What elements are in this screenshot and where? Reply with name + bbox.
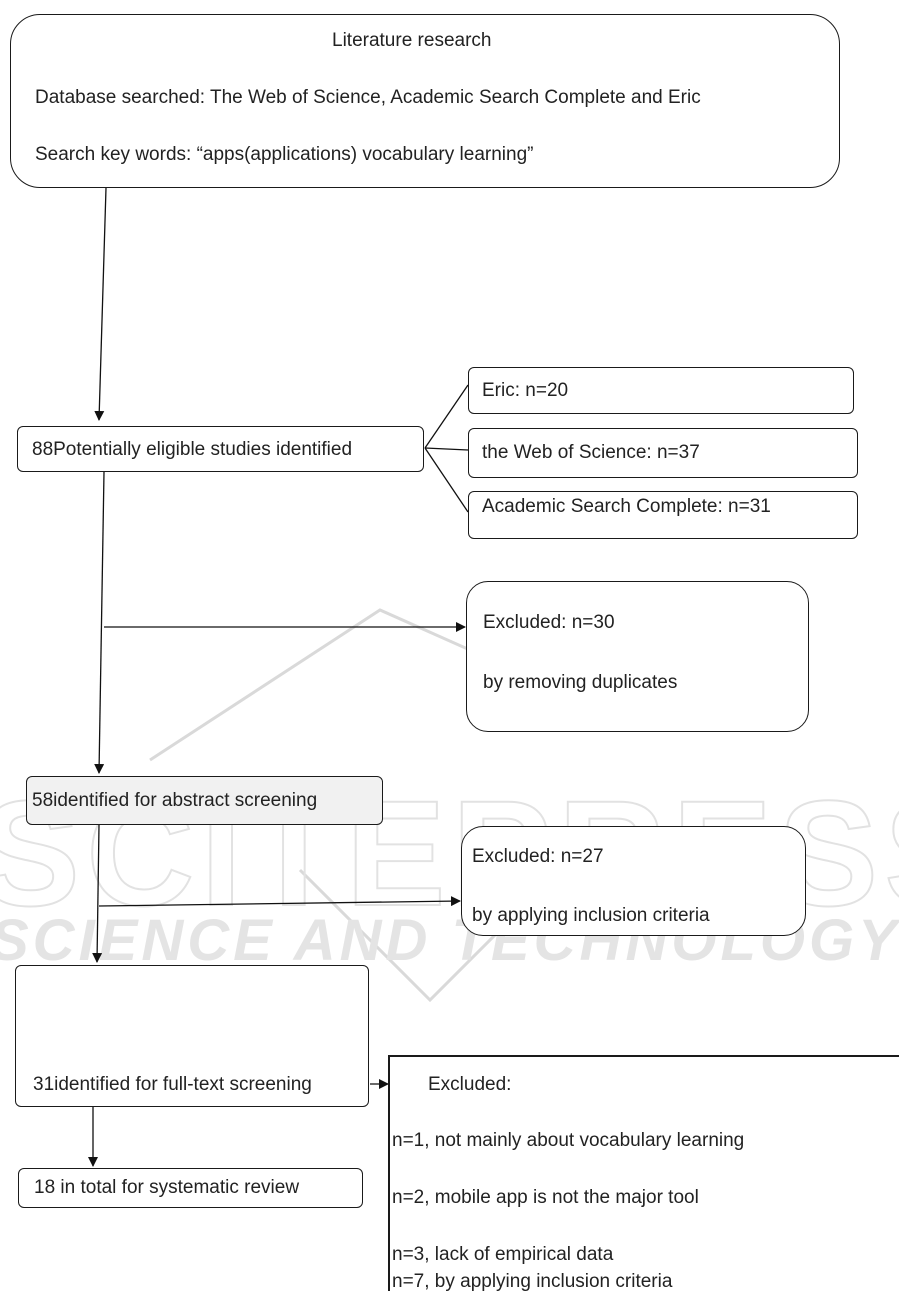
excluded-fulltext-box bbox=[388, 1055, 899, 1291]
arrow-identified-to-abstract bbox=[94, 471, 105, 774]
arrow-search-to-identified bbox=[94, 187, 107, 421]
excluded-fulltext-heading: Excluded: bbox=[428, 1074, 512, 1095]
abstract-screening-box bbox=[26, 776, 383, 825]
excluded-criteria-box bbox=[461, 826, 806, 936]
arrow-to-excluded-criteria bbox=[98, 896, 461, 907]
source-academic-box bbox=[468, 491, 858, 539]
final-review-box bbox=[18, 1168, 363, 1208]
line-to-academic bbox=[424, 447, 469, 513]
abstract-screening-label: 58identified for abstract screening bbox=[32, 790, 318, 811]
excluded-duplicates-reason: by removing duplicates bbox=[483, 672, 678, 693]
identified-studies-label: 88Potentially eligible studies identifie… bbox=[32, 439, 353, 460]
excluded-reason-4: n=7, by applying inclusion criteria bbox=[392, 1271, 673, 1292]
search-box-title: Literature research bbox=[332, 30, 492, 51]
line-to-eric bbox=[424, 384, 469, 449]
source-eric-box bbox=[468, 367, 854, 414]
fulltext-screening-box bbox=[15, 965, 369, 1107]
excluded-reason-3: n=3, lack of empirical data bbox=[392, 1244, 614, 1265]
identified-studies-box bbox=[17, 426, 424, 472]
final-review-label: 18 in total for systematic review bbox=[34, 1177, 300, 1198]
fulltext-screening-label: 31identified for full-text screening bbox=[33, 1074, 312, 1095]
source-academic-label: Academic Search Complete: n=31 bbox=[482, 496, 771, 517]
excluded-duplicates-box bbox=[466, 581, 809, 732]
source-wos-label: the Web of Science: n=37 bbox=[482, 442, 700, 463]
search-keywords: Search key words: “apps(applications) vo… bbox=[35, 144, 534, 165]
excluded-criteria-reason: by applying inclusion criteria bbox=[472, 905, 710, 926]
excluded-criteria-count: Excluded: n=27 bbox=[472, 846, 604, 867]
arrow-abstract-to-fulltext bbox=[92, 824, 103, 963]
databases-searched: Database searched: The Web of Science, A… bbox=[35, 87, 701, 108]
excluded-reason-1: n=1, not mainly about vocabulary learnin… bbox=[392, 1130, 745, 1151]
excluded-reason-2: n=2, mobile app is not the major tool bbox=[392, 1187, 699, 1208]
source-eric-label: Eric: n=20 bbox=[482, 380, 569, 401]
excluded-duplicates-count: Excluded: n=30 bbox=[483, 612, 615, 633]
line-to-wos bbox=[424, 447, 469, 451]
literature-research-box bbox=[10, 14, 840, 188]
source-wos-box bbox=[468, 428, 858, 478]
